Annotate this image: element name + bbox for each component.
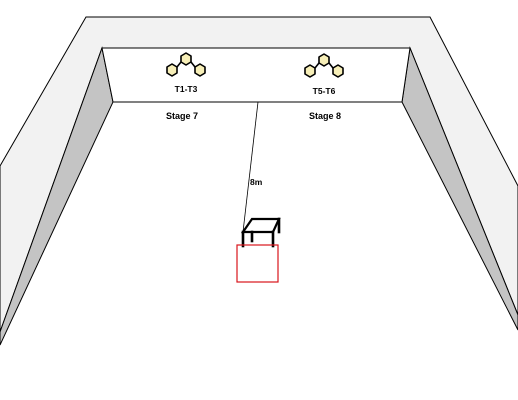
berm-walls xyxy=(0,16,518,346)
table-icon xyxy=(240,217,281,248)
targets-label: T1-T3 xyxy=(175,84,198,94)
target-icon xyxy=(166,52,206,77)
targets-label: T5-T6 xyxy=(313,86,336,96)
stage-label: Stage 8 xyxy=(309,111,341,121)
target-group-t5-t6: T5-T6 xyxy=(304,53,344,96)
shooting-box xyxy=(236,244,279,283)
distance-line xyxy=(242,101,259,233)
target-group-t1-t3: T1-T3 xyxy=(166,52,206,94)
stage-label: Stage 7 xyxy=(166,111,198,121)
target-icon xyxy=(304,53,344,78)
distance-label: 8m xyxy=(250,177,263,187)
berm-back-inner-face xyxy=(101,47,411,103)
